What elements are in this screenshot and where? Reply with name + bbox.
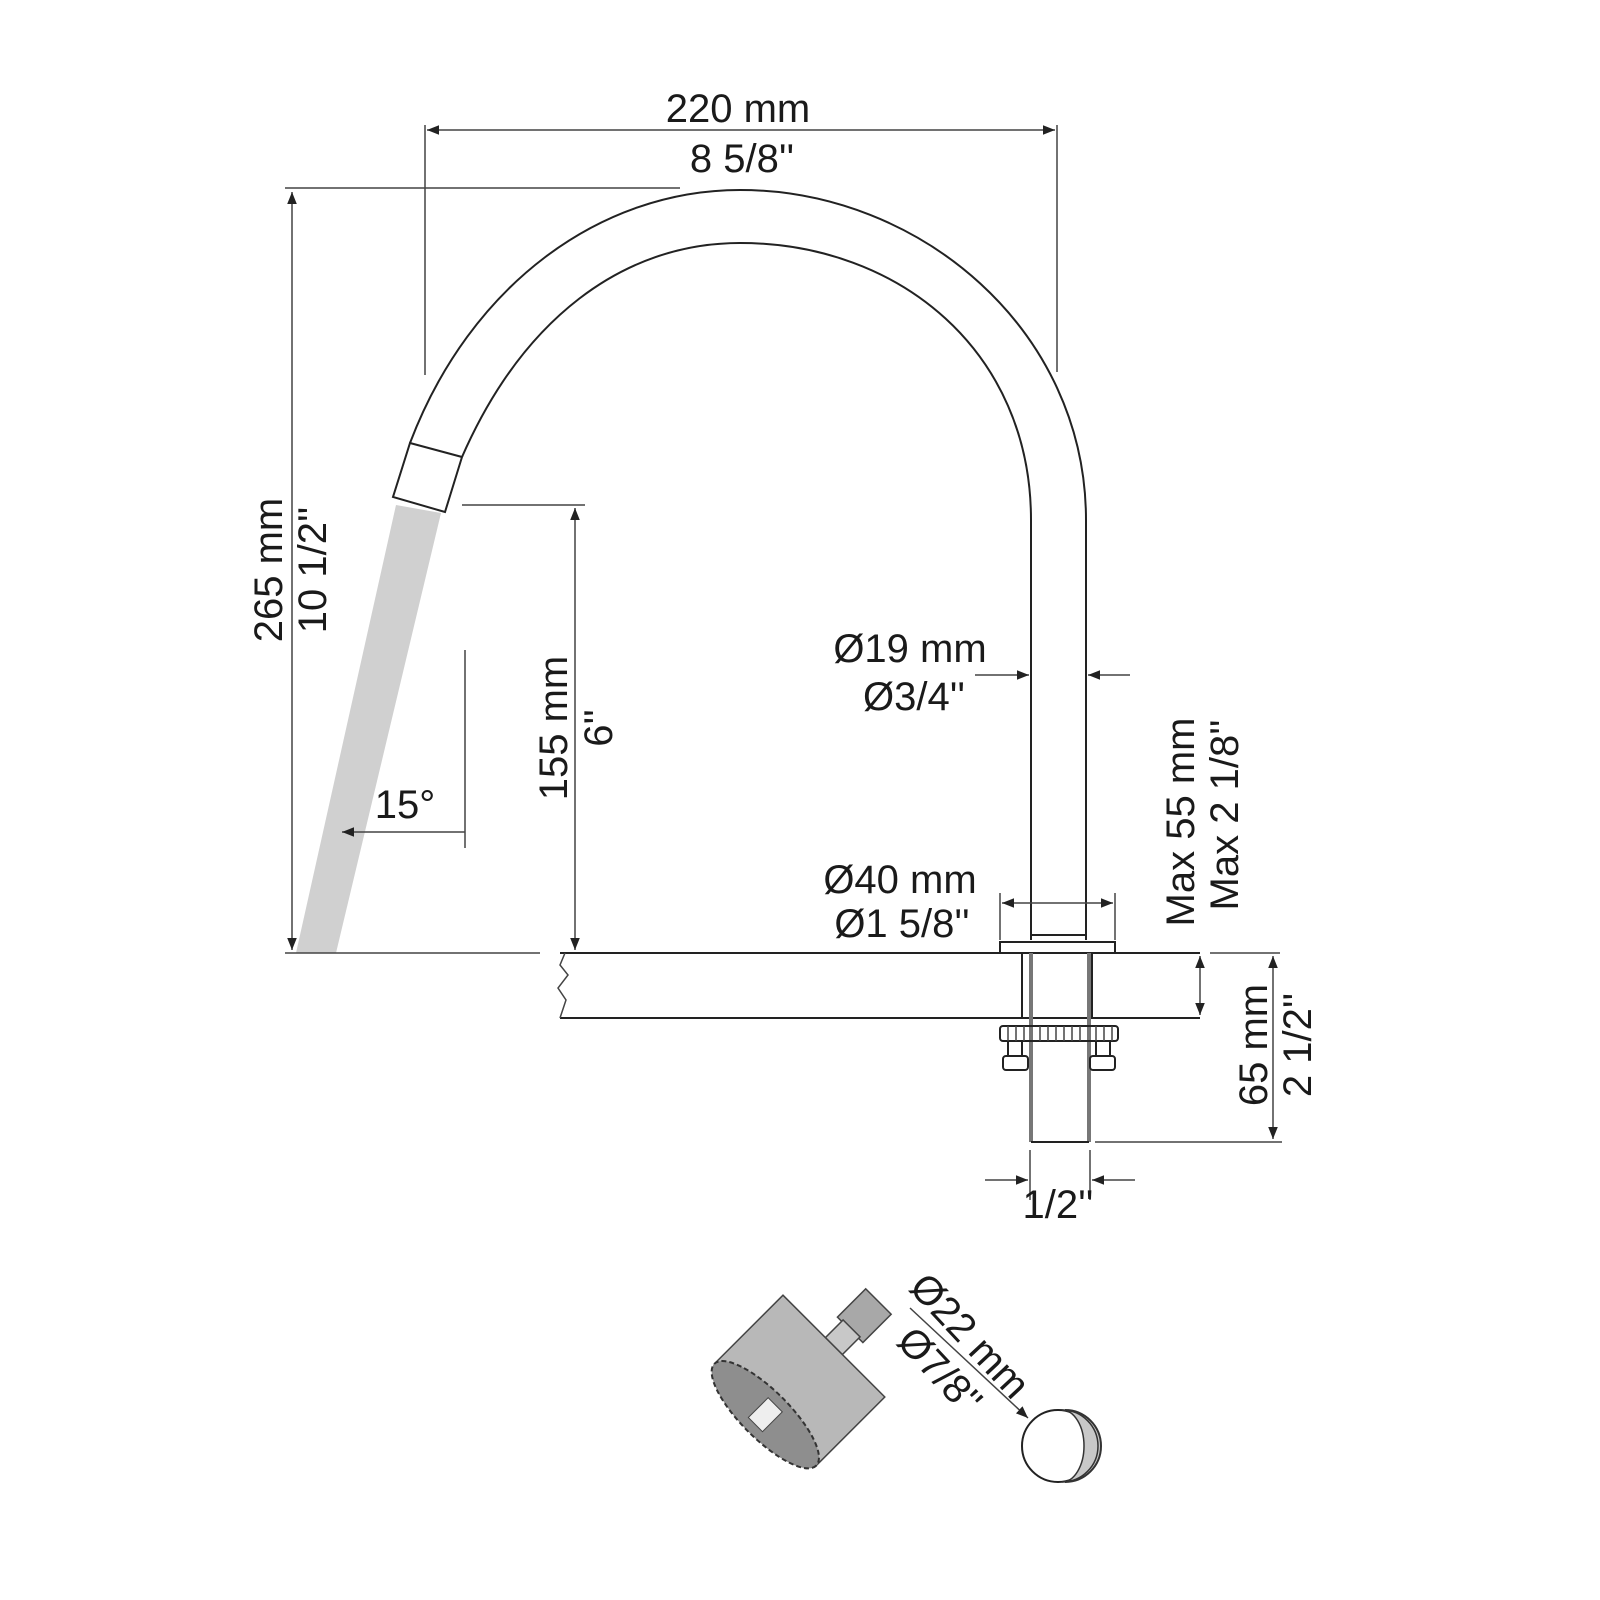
spout-inner bbox=[461, 241, 1032, 940]
base-diameter-mm-label: Ø40 mm bbox=[823, 858, 976, 902]
break-line bbox=[557, 952, 569, 1019]
nut-teeth bbox=[1007, 1026, 1113, 1041]
hole-diameter-arrow bbox=[909, 1307, 1029, 1419]
tube-diameter-in-label: Ø3/4'' bbox=[863, 675, 965, 719]
thread-label: 1/2'' bbox=[1023, 1183, 1094, 1227]
reach-mm-label: 220 mm bbox=[666, 87, 811, 131]
hole-saw-icon bbox=[710, 1287, 893, 1470]
reach-in-label: 8 5/8'' bbox=[690, 137, 794, 181]
mounting-nut bbox=[999, 1025, 1119, 1042]
angle-label: 15° bbox=[375, 783, 436, 827]
base-flange bbox=[999, 941, 1116, 954]
height-in-label: 10 1/2'' bbox=[291, 507, 335, 633]
max-deck-mm-label: Max 55 mm bbox=[1159, 718, 1203, 927]
tube-diameter-mm-label: Ø19 mm bbox=[833, 627, 986, 671]
max-deck-in-label: Max 2 1/8'' bbox=[1203, 720, 1247, 911]
clearance-mm-label: 155 mm bbox=[532, 656, 576, 801]
shank-sleeve bbox=[1021, 952, 1093, 1019]
spout-outer bbox=[409, 188, 1087, 940]
bolt-right bbox=[1089, 1055, 1116, 1071]
shank-length-mm-label: 65 mm bbox=[1232, 984, 1276, 1106]
bolt-left bbox=[1002, 1055, 1029, 1071]
height-mm-label: 265 mm bbox=[247, 498, 291, 643]
drill-hole-icon bbox=[1021, 1409, 1102, 1483]
clearance-in-label: 6'' bbox=[577, 709, 621, 747]
water-stream bbox=[296, 505, 441, 953]
base-diameter-in-label: Ø1 5/8'' bbox=[834, 902, 969, 946]
aerator-nozzle bbox=[391, 441, 464, 514]
shank-length-in-label: 2 1/2'' bbox=[1276, 993, 1320, 1097]
